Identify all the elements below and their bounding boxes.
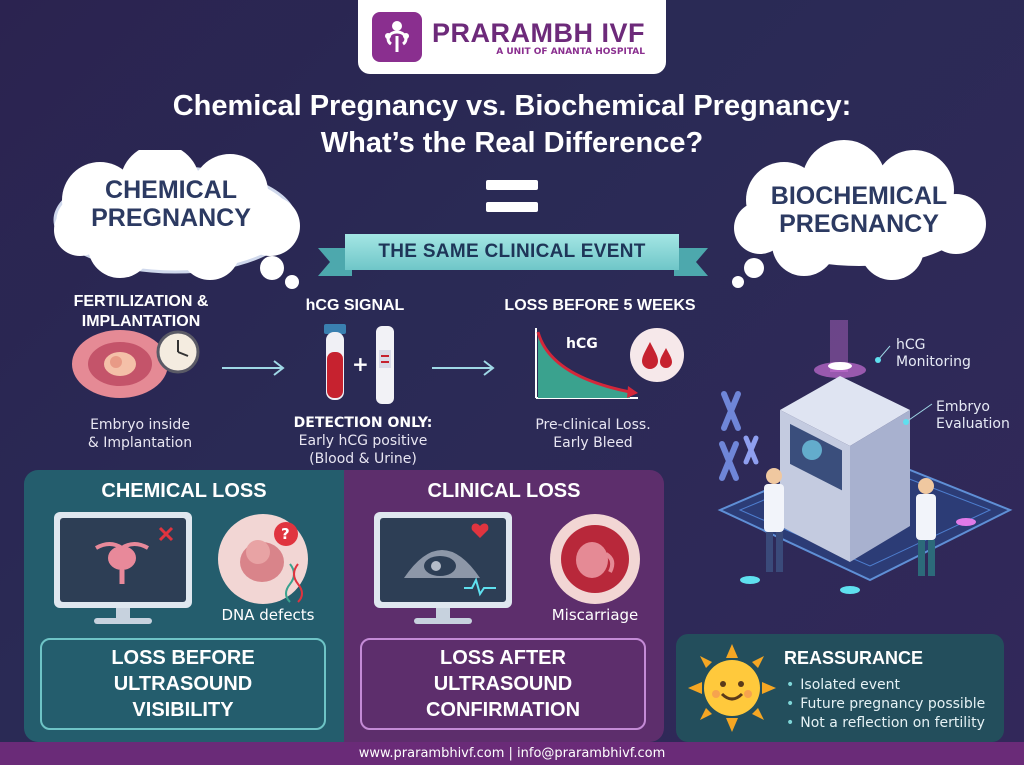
blood-tube-icon <box>324 324 346 400</box>
clinical-loss-panel: CLINICAL LOSS Miscarriage <box>344 470 664 742</box>
reassurance-heading: REASSURANCE <box>784 648 924 668</box>
chromosome-icon <box>719 391 759 481</box>
logo-card: PRARAMBH IVF A UNIT OF ANANTA HOSPITAL <box>358 0 666 74</box>
graph-label-hcg: hCG <box>566 336 598 352</box>
clinical-loss-heading: CLINICAL LOSS <box>427 480 581 502</box>
lab-machine-icon <box>717 320 1013 594</box>
banner-ribbon-icon <box>318 248 708 276</box>
tree-logo-icon <box>372 12 422 62</box>
reassurance-item: Isolated event <box>786 676 985 695</box>
thought-cloud-right-icon <box>732 140 986 288</box>
dna-defects-caption: DNA defects <box>221 606 315 624</box>
lab-label-embryo-evaluation: Embryo Evaluation <box>936 399 1010 432</box>
step-hcg-caption: DETECTION ONLY: Early hCG positive (Bloo… <box>293 415 433 467</box>
step-fertilization-caption: Embryo inside & Implantation <box>87 417 193 451</box>
arrow-right-icon-2 <box>432 360 495 376</box>
miscarriage-icon <box>550 514 640 604</box>
footer-contact[interactable]: www.prarambhivf.com | info@prarambhivf.c… <box>0 742 1024 765</box>
pregnancy-test-icon <box>376 326 394 404</box>
cloud-left-label: CHEMICAL PREGNANCY <box>91 176 251 232</box>
svg-text:?: ? <box>281 525 290 543</box>
banner-same-event: THE SAME CLINICAL EVENT <box>345 234 679 270</box>
reassurance-item: Future pregnancy possible <box>786 695 985 714</box>
ultrasound-monitor-icon-2 <box>374 512 512 608</box>
blood-drop-icon <box>630 328 684 382</box>
miscarriage-caption: Miscarriage <box>551 606 639 624</box>
reassurance-list: Isolated event Future pregnancy possible… <box>786 676 985 733</box>
ultrasound-monitor-icon <box>54 512 192 608</box>
step-hcg-heading: hCG SIGNAL <box>305 297 405 314</box>
equals-icon <box>486 180 538 216</box>
page-title: Chemical Pregnancy vs. Biochemical Pregn… <box>60 88 964 162</box>
reassurance-panel: REASSURANCE Isolated event Future pregna… <box>676 634 1004 742</box>
cloud-right-label: BIOCHEMICAL PREGNANCY <box>770 182 948 238</box>
chemical-loss-panel: CHEMICAL LOSS ? DNA def <box>24 470 344 742</box>
lab-label-hcg-monitoring: hCG Monitoring <box>896 337 971 370</box>
uterus-clock-icon <box>72 330 200 398</box>
sun-smile-icon <box>688 644 776 732</box>
plus-icon: + <box>352 352 369 376</box>
brand-subtitle: A UNIT OF ANANTA HOSPITAL <box>496 46 645 57</box>
loss-after-ultrasound-box: LOSS AFTER ULTRASOUND CONFIRMATION <box>360 638 646 730</box>
thought-cloud-left-icon <box>53 150 300 289</box>
fetus-dna-icon: ? <box>218 514 308 604</box>
hcg-graph-icon <box>535 328 638 399</box>
brand-name: PRARAMBH IVF <box>432 17 645 48</box>
step-fertilization-heading: FERTILIZATION & IMPLANTATION <box>73 293 209 330</box>
step-loss-caption: Pre-clinical Loss. Early Bleed <box>535 417 651 451</box>
arrow-right-icon <box>222 360 285 376</box>
loss-comparison: CHEMICAL LOSS ? DNA def <box>24 470 664 742</box>
title-line-2: What’s the Real Difference? <box>320 127 704 159</box>
title-line-1: Chemical Pregnancy vs. Biochemical Pregn… <box>172 90 852 122</box>
chemical-loss-heading: CHEMICAL LOSS <box>101 480 267 502</box>
reassurance-item: Not a reflection on fertility <box>786 714 985 733</box>
step-loss-heading: LOSS BEFORE 5 WEEKS <box>504 297 696 314</box>
loss-before-ultrasound-box: LOSS BEFORE ULTRASOUND VISIBILITY <box>40 638 326 730</box>
